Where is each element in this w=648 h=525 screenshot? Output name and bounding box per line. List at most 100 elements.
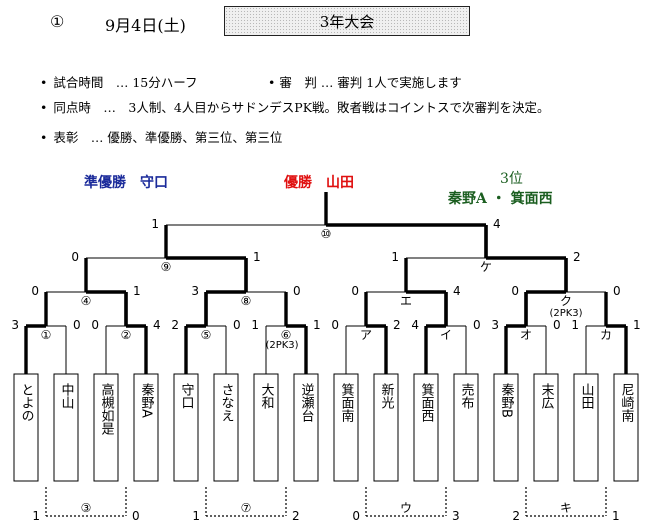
score-left: 0	[351, 284, 359, 298]
score-right: 2	[292, 509, 300, 523]
score-left: 4	[411, 318, 419, 332]
score-right: 2	[393, 318, 401, 332]
event-title: 3年大会	[319, 12, 375, 31]
team-name: 高槻如是	[99, 382, 115, 436]
team-name: 尼崎南	[619, 383, 635, 422]
team-box	[453, 373, 479, 482]
score-right: 0	[132, 509, 140, 523]
team-box	[93, 373, 119, 482]
score-right: 0	[473, 318, 481, 332]
team-box	[413, 373, 439, 482]
info-line-tie: • 同点時 … 3人制、4人目からサドンデスPK戦。敗者戦はコイントスで次審判を決…	[40, 97, 550, 116]
match-label: ア	[360, 328, 372, 342]
event-date: 9月4日(土)	[105, 16, 186, 35]
pk-note: (2PK3)	[265, 340, 298, 351]
third-place-teams: 秦野A ・ 箕面西	[448, 191, 553, 207]
info-line-awards: • 表彰 … 優勝、準優勝、第三位、第三位	[40, 127, 282, 146]
event-title-box: 3年大会	[224, 6, 470, 36]
team-name: 末広	[539, 383, 555, 409]
score-left: 3	[491, 318, 499, 332]
score-left: 1	[251, 318, 259, 332]
score-right: 2	[573, 250, 581, 264]
bullet-icon: •	[40, 130, 48, 145]
team-box	[253, 373, 279, 482]
winner-label: 優勝	[284, 175, 312, 191]
team-box	[53, 373, 79, 482]
team-name: 山田	[579, 383, 594, 409]
team-box	[213, 373, 239, 482]
info-text: 試合時間 … 15分ハーフ	[53, 75, 198, 90]
score-left: 2	[512, 509, 520, 523]
score-right: 0	[233, 318, 241, 332]
match-label: ⑥	[281, 328, 292, 342]
team-name: 箕面南	[339, 382, 355, 422]
match-label: ⑤	[201, 328, 212, 342]
match-label: オ	[520, 328, 532, 342]
runner-up-team: 守口	[140, 175, 168, 191]
winner-team: 山田	[326, 175, 354, 191]
team-name: 箕面西	[419, 382, 435, 422]
match-label: ⑨	[161, 260, 172, 274]
winner-result: 優勝 山田	[284, 172, 354, 192]
team-name: 守口	[179, 383, 195, 409]
info-text-referee: • 審 判 … 審判 1人で実施します	[268, 75, 462, 90]
score-left: 1	[32, 509, 40, 523]
team-box	[373, 373, 399, 482]
info-text: 同点時 … 3人制、4人目からサドンデスPK戦。敗者戦はコイントスで次審判を決定…	[53, 100, 550, 115]
score-left: 0	[352, 509, 360, 523]
team-name: とよの	[19, 383, 34, 422]
score-right: 3	[452, 509, 460, 523]
bullet-icon: •	[40, 100, 48, 115]
event-number: ①	[50, 12, 65, 31]
team-box	[573, 373, 599, 482]
score-right: 0	[293, 284, 301, 298]
score-left: 0	[331, 318, 339, 332]
runner-up-label: 準優勝	[84, 175, 126, 191]
match-label: カ	[600, 328, 612, 342]
info-line-time: •試合時間 … 15分ハーフ • 審 判 … 審判 1人で実施します	[40, 72, 462, 91]
runner-up-result: 準優勝 守口	[84, 172, 168, 192]
score-right: 4	[153, 318, 161, 332]
score-right: 0	[73, 318, 81, 332]
team-box	[333, 373, 359, 482]
team-name: 逆瀬台	[299, 382, 315, 422]
match-label: ⑦	[241, 501, 252, 515]
match-label: ⑩	[321, 227, 332, 241]
match-label: ⑧	[241, 294, 252, 308]
team-name: 秦野A	[139, 383, 155, 418]
score-right: 4	[453, 284, 461, 298]
score-left: 0	[71, 250, 79, 264]
pk-note: (2PK3)	[549, 308, 582, 319]
team-name: 新光	[379, 382, 395, 409]
score-left: 1	[391, 250, 399, 264]
team-box	[613, 373, 639, 482]
team-name: 大和	[259, 383, 275, 409]
match-label: ②	[121, 328, 132, 342]
score-left: 1	[571, 318, 579, 332]
score-left: 0	[91, 318, 99, 332]
score-right: 4	[493, 217, 501, 231]
team-name: さなえ	[219, 383, 234, 422]
match-label: ③	[81, 501, 92, 515]
score-left: 0	[511, 284, 519, 298]
score-right: 1	[612, 509, 620, 523]
match-label: キ	[560, 501, 572, 515]
info-text: 表彰 … 優勝、準優勝、第三位、第三位	[53, 130, 283, 145]
match-label: ④	[81, 294, 92, 308]
score-left: 0	[31, 284, 39, 298]
score-right: 1	[633, 318, 641, 332]
score-right: 0	[613, 284, 621, 298]
score-right: 1	[133, 284, 141, 298]
score-right: 0	[553, 318, 561, 332]
match-label: ウ	[400, 501, 412, 515]
score-left: 2	[171, 318, 179, 332]
team-name: 中山	[59, 383, 74, 409]
score-left: 1	[192, 509, 200, 523]
match-label: エ	[400, 294, 412, 308]
score-left: 3	[11, 318, 19, 332]
match-label: ①	[41, 328, 52, 342]
match-label: イ	[440, 328, 452, 342]
team-box	[13, 373, 39, 482]
